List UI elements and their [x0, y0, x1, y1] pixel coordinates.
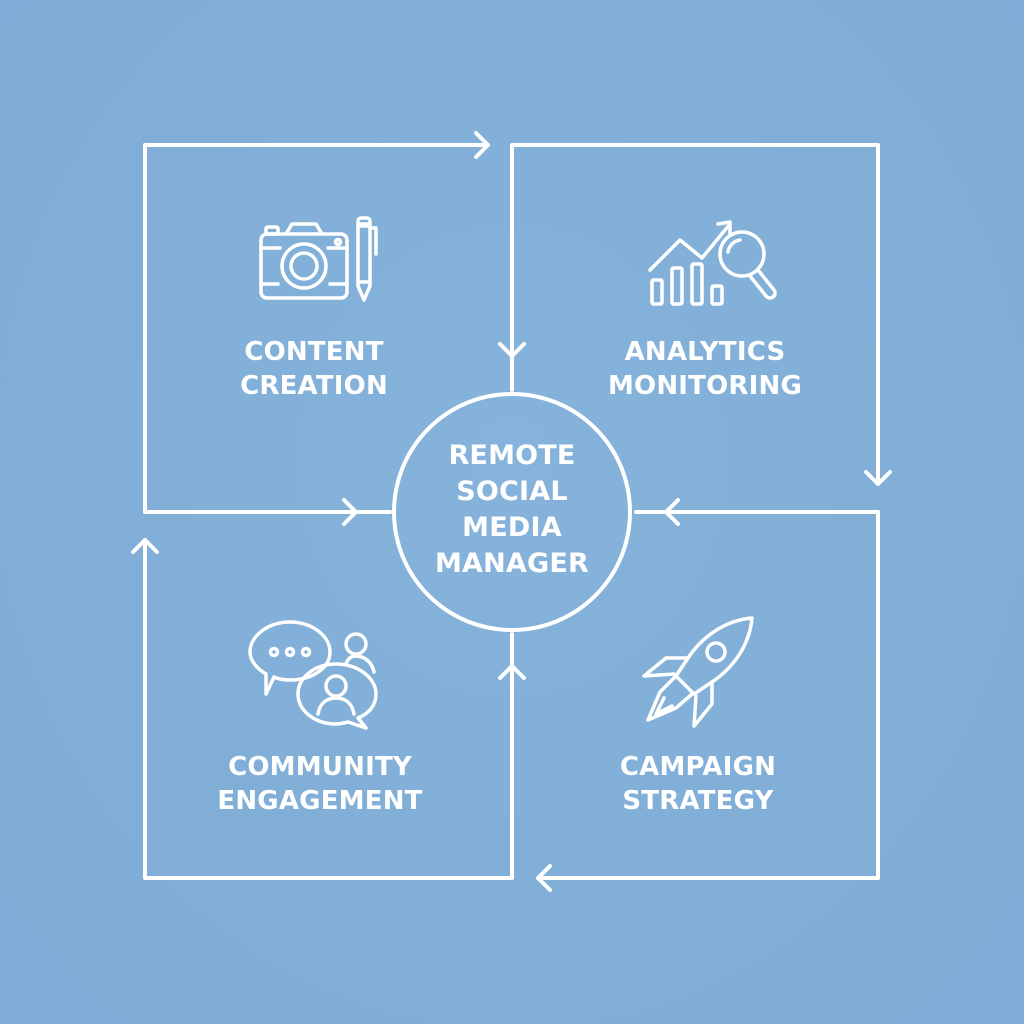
- label-line: CONTENT: [244, 337, 384, 367]
- arrowhead-down-right: [864, 470, 892, 486]
- camera-pencil-icon: [258, 214, 384, 306]
- label-line: CAMPAIGN: [619, 752, 777, 782]
- hub-line: MEDIA: [462, 512, 562, 543]
- hub-line: MANAGER: [434, 548, 590, 579]
- label-line: STRATEGY: [622, 786, 774, 816]
- quadrant-label-analytics-monitoring: ANALYTICS MONITORING: [575, 335, 835, 403]
- arrowhead-up-center: [498, 664, 526, 680]
- arrowhead-bottom-left: [536, 864, 552, 892]
- arrowhead-up-left: [131, 538, 159, 554]
- label-line: ANALYTICS: [624, 337, 786, 367]
- hub-line: REMOTE: [448, 440, 576, 471]
- arrowhead-down-center: [498, 342, 526, 358]
- hub-title: REMOTE SOCIAL MEDIA MANAGER: [412, 438, 612, 582]
- frame-campaign-outline: [536, 510, 880, 880]
- arrowhead-hub-right: [664, 498, 680, 526]
- hub-circle: [392, 392, 632, 632]
- arrowhead-top-right: [474, 131, 490, 159]
- frame-analytics-outline: [510, 143, 880, 486]
- frame-content-outline: [143, 143, 490, 514]
- rocket-icon: [640, 614, 756, 728]
- quadrant-label-campaign-strategy: CAMPAIGN STRATEGY: [568, 750, 828, 818]
- frame-community-outline: [143, 538, 514, 880]
- chart-magnifier-icon: [646, 214, 786, 308]
- label-line: CREATION: [240, 371, 388, 401]
- quadrant-label-content-creation: CONTENT CREATION: [184, 335, 444, 403]
- chat-users-icon: [248, 618, 384, 732]
- label-line: COMMUNITY: [228, 752, 412, 782]
- hub-line: SOCIAL: [456, 476, 568, 507]
- quadrant-label-community-engagement: COMMUNITY ENGAGEMENT: [190, 750, 450, 818]
- label-line: ENGAGEMENT: [217, 786, 423, 816]
- arrowhead-hub-left: [342, 498, 358, 526]
- label-line: MONITORING: [607, 371, 803, 401]
